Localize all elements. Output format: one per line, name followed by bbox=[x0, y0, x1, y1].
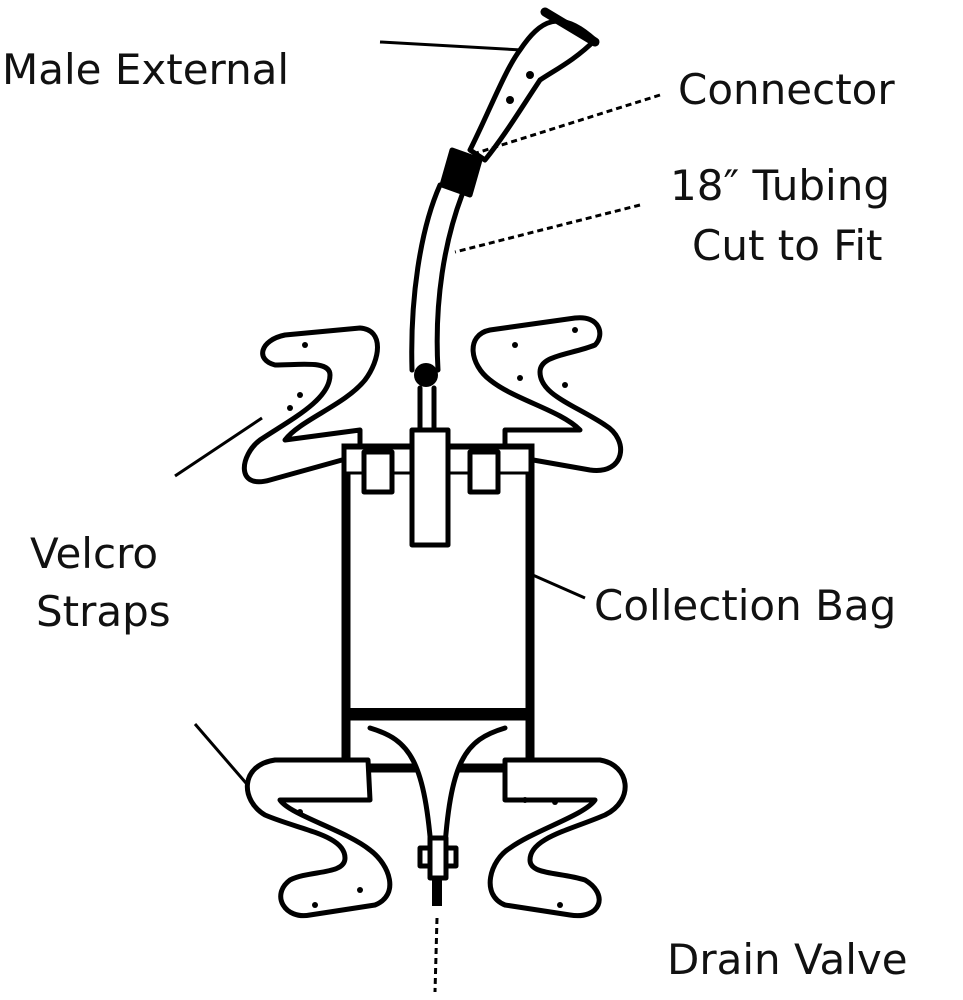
label-cut-to-fit: Cut to Fit bbox=[692, 221, 883, 270]
inlet-port bbox=[417, 385, 437, 433]
velcro-strap-lower-right bbox=[487, 757, 628, 919]
label-velcro: Velcro bbox=[30, 529, 158, 578]
leader-velcro-lower bbox=[193, 723, 254, 791]
label-drain-valve: Drain Valve bbox=[667, 935, 908, 984]
collection-bag bbox=[341, 427, 535, 863]
tube-fitting bbox=[414, 363, 438, 387]
velcro-strap-upper-right bbox=[470, 315, 624, 473]
leader-tubing bbox=[454, 203, 641, 254]
label-straps: Straps bbox=[36, 587, 171, 636]
drain-valve bbox=[417, 835, 459, 906]
velcro-strap-upper-left bbox=[241, 325, 380, 485]
male-external-catheter bbox=[467, 7, 600, 163]
velcro-strap-lower-left bbox=[245, 757, 393, 919]
label-tubing: 18″ Tubing bbox=[670, 161, 890, 210]
leader-drain-valve bbox=[433, 917, 439, 993]
label-male-external: Male External bbox=[2, 45, 289, 94]
label-connector: Connector bbox=[678, 65, 895, 114]
leader-connector bbox=[469, 93, 661, 157]
leader-male-external bbox=[379, 40, 523, 52]
tubing bbox=[409, 182, 465, 373]
leader-velcro-upper bbox=[174, 416, 263, 478]
connector bbox=[439, 147, 483, 198]
label-collection-bag: Collection Bag bbox=[594, 581, 896, 630]
